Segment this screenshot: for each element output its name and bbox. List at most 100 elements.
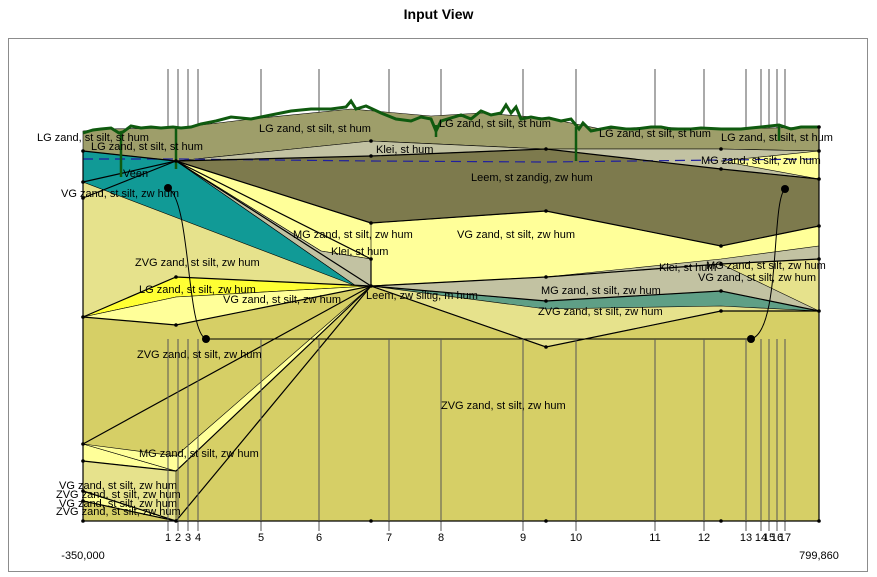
layer-label: ZVG zand, st silt, zw hum	[137, 349, 262, 361]
vertex-dot[interactable]	[174, 159, 178, 163]
vertex-dot[interactable]	[719, 289, 723, 293]
vertex-dot[interactable]	[174, 519, 178, 523]
vertex-dot[interactable]	[81, 459, 85, 463]
layer-label: VG zand, st silt, zw hum	[223, 294, 341, 306]
layer-label: MG zand, st silt, zw hum	[701, 155, 821, 167]
layer-label: ZVG zand, st silt, zw hum	[56, 489, 181, 501]
vertex-dot[interactable]	[174, 275, 178, 279]
vertical-label-12: 12	[698, 532, 710, 544]
boundary-line	[82, 285, 819, 348]
layer-label: LG zand, st silt, st hum	[91, 141, 203, 153]
vertex-dot[interactable]	[719, 147, 723, 151]
vertex-dot[interactable]	[817, 149, 821, 153]
vertex-dot[interactable]	[369, 257, 373, 261]
vertical-label-3: 3	[185, 532, 191, 544]
vertical-label-5: 5	[258, 532, 264, 544]
layer-label: ZVG zand, st silt, zw hum	[538, 306, 663, 318]
vertical-label-10: 10	[570, 532, 582, 544]
boundary-line	[82, 285, 372, 522]
page-title: Input View	[403, 6, 474, 22]
layer-label: Klei, st hum	[376, 144, 433, 156]
vertex-dot[interactable]	[719, 244, 723, 248]
vertical-label-1: 1	[165, 532, 171, 544]
vertical-label-14: 14	[755, 532, 767, 544]
layer-label: Leem, zw siltig, m hum	[366, 290, 478, 302]
vertex-dot[interactable]	[719, 309, 723, 313]
vertical-label-11: 11	[649, 532, 660, 544]
vertical-label-13: 13	[740, 532, 752, 544]
layer-label: MG zand, st silt, zw hum	[139, 448, 259, 460]
layer-label: VG zand, st silt, zw hum	[61, 188, 179, 200]
layer-label: LG zand, st silt, st hum	[37, 132, 149, 144]
vertex-dot[interactable]	[81, 196, 85, 200]
vertex-dot[interactable]	[544, 519, 548, 523]
vertex-dot[interactable]	[817, 177, 821, 181]
layer-label: LG zand, st silt, st hum	[439, 118, 551, 130]
vertex-dot[interactable]	[544, 147, 548, 151]
vertical-label-7: 7	[386, 532, 392, 544]
layer-label: ZVG zand, st silt, zw hum	[56, 506, 181, 518]
layer-label: MG zand, st silt, zw hum	[293, 229, 413, 241]
vertex-dot[interactable]	[719, 262, 723, 266]
vertex-dot[interactable]	[719, 167, 723, 171]
phreatic-line	[83, 158, 820, 163]
boundary-line	[82, 148, 820, 180]
vertical-reference-lines-front	[167, 69, 786, 521]
vertex-dot[interactable]	[817, 224, 821, 228]
vertical-label-2: 2	[175, 532, 181, 544]
input-view-frame: LG zand, st silt, st hum LG zand, st sil…	[8, 38, 868, 572]
layer-label: LG zand, st silt, st hum	[259, 123, 371, 135]
vertex-dot[interactable]	[174, 323, 178, 327]
axis-left-label: -350,000	[61, 550, 104, 562]
vertex-dot[interactable]	[369, 139, 373, 143]
vertical-label-9: 9	[520, 532, 526, 544]
boundary-line	[82, 276, 820, 318]
vertex-dot[interactable]	[369, 221, 373, 225]
section-path	[167, 187, 786, 340]
layer-label: VG zand, st silt, zw hum	[59, 480, 177, 492]
vertex-dot[interactable]	[81, 519, 85, 523]
section-marker-dot[interactable]	[202, 335, 210, 343]
layer-label: LG zand, st silt, st hum	[599, 128, 711, 140]
layer-label: LG zand, st silt, zw hum	[139, 284, 256, 296]
vertical-label-4: 4	[195, 532, 201, 544]
vertical-label-17: 17	[779, 532, 791, 544]
section-marker-dot[interactable]	[781, 185, 789, 193]
vertex-dot[interactable]	[81, 180, 85, 184]
layer-label: VG zand, st silt, zw hum	[457, 229, 575, 241]
boundary-line	[370, 258, 820, 287]
vertical-label-15: 15	[763, 532, 775, 544]
ground-surface	[82, 98, 819, 135]
vertex-dot[interactable]	[369, 519, 373, 523]
vertex-dot[interactable]	[369, 154, 373, 158]
layer-label: ZVG zand, st silt, zw hum	[441, 400, 566, 412]
vertex-dot[interactable]	[81, 315, 85, 319]
vertex-dot[interactable]	[81, 442, 85, 446]
vertical-label-16: 16	[771, 532, 783, 544]
vertex-dot[interactable]	[369, 284, 373, 288]
section-marker-dot[interactable]	[164, 184, 172, 192]
vertex-dots	[81, 125, 821, 523]
section-marker-dot[interactable]	[747, 335, 755, 343]
layer-label: Klei, st hum	[331, 246, 388, 258]
vertex-dot[interactable]	[719, 519, 723, 523]
vertex-dot[interactable]	[817, 125, 821, 129]
vertex-dot[interactable]	[817, 519, 821, 523]
vertex-dot[interactable]	[544, 275, 548, 279]
layer-label: MG zand, st silt, zw hum	[541, 285, 661, 297]
vertex-dot[interactable]	[817, 257, 821, 261]
boundary-line	[82, 160, 177, 183]
layer-label: VG zand, st silt, zw hum	[698, 272, 816, 284]
vertex-dot[interactable]	[544, 345, 548, 349]
layer-boundaries	[82, 127, 820, 522]
vertical-label-8: 8	[438, 532, 444, 544]
vertex-dot[interactable]	[81, 499, 85, 503]
cross-section-diagram[interactable]: LG zand, st silt, st hum LG zand, st sil…	[9, 39, 869, 573]
layer-label: MG zand, st silt, zw hum	[706, 260, 826, 272]
vertex-dot[interactable]	[544, 299, 548, 303]
vertex-dot[interactable]	[81, 489, 85, 493]
boundary-line	[82, 490, 177, 522]
vertex-dot[interactable]	[81, 149, 85, 153]
vertex-dot[interactable]	[544, 209, 548, 213]
vertex-dot[interactable]	[817, 309, 821, 313]
